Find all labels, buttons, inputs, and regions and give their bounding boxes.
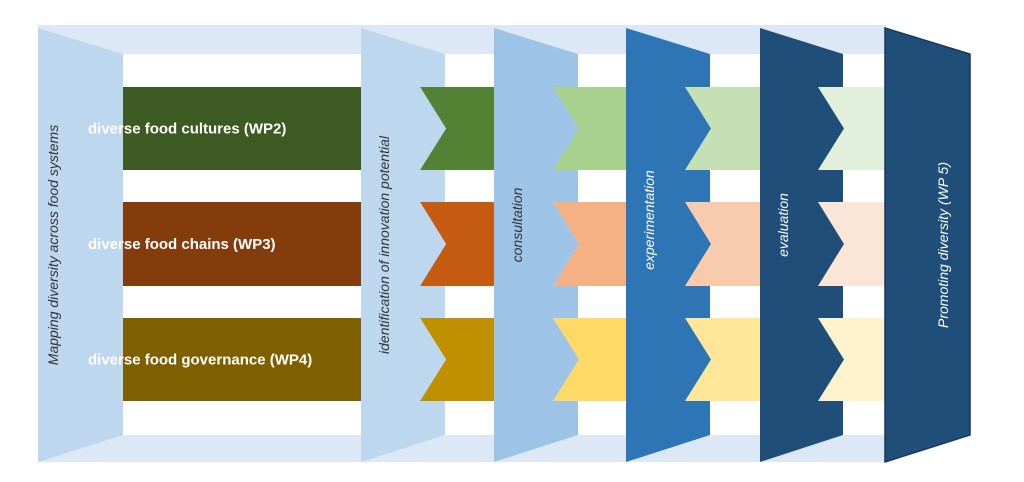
phase-label-1: Mapping diversity across food systems	[45, 125, 61, 365]
row-1-chevron-3	[685, 87, 760, 170]
row-2-chevron-1	[420, 202, 494, 286]
row-label-1: diverse food cultures (WP2)	[88, 121, 286, 138]
row-bar-1	[80, 87, 361, 170]
phase-panel-5	[760, 28, 844, 462]
row-3-chevron-3	[685, 318, 760, 401]
phase-label-4: experimentation	[641, 170, 657, 270]
row-3-chevron-1	[420, 318, 494, 401]
row-2-chevron-2	[553, 202, 626, 286]
row-3-chevron-2	[553, 318, 626, 401]
row-label-3: diverse food governance (WP4)	[88, 352, 312, 369]
row-segments	[80, 87, 885, 401]
phase-panel-4	[626, 28, 711, 462]
row-2-chevron-4	[818, 202, 885, 286]
phase-panel-3	[494, 28, 579, 462]
row-labels: diverse food cultures (WP2) diverse food …	[88, 121, 312, 369]
row-label-2: diverse food chains (WP3)	[88, 236, 276, 253]
row-3-chevron-4	[818, 318, 885, 401]
row-1-chevron-2	[553, 87, 626, 170]
phase-label-6: Promoting diversity (WP 5)	[935, 162, 951, 328]
phase-panel-1	[38, 28, 123, 462]
phase-panel-2	[361, 28, 446, 462]
phase-label-2: identification of innovation potential	[376, 135, 392, 354]
phase-panel-6	[884, 26, 971, 464]
row-1-chevron-4	[818, 87, 885, 170]
row-bar-2	[80, 202, 361, 286]
row-1-chevron-1	[420, 87, 494, 170]
row-2-chevron-3	[685, 202, 760, 286]
phase-label-3: consultation	[509, 187, 525, 262]
phase-label-5: evaluation	[775, 193, 791, 257]
row-bar-3	[80, 318, 361, 401]
phase-panels: Mapping diversity across food systems ide…	[38, 26, 971, 464]
